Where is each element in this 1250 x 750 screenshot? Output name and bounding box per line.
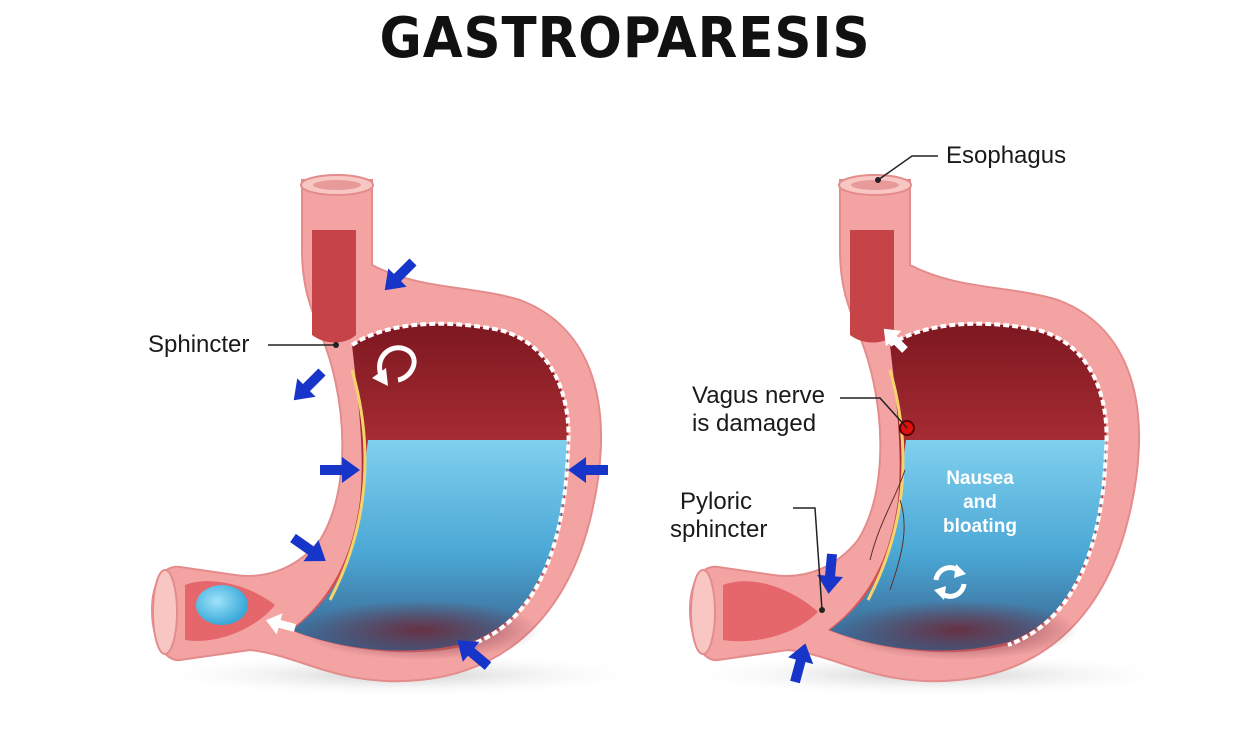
cycle-arrows-icon (933, 564, 967, 600)
page-title: GASTROPARESIS (379, 6, 871, 71)
label-nausea: Nausea (946, 468, 1014, 489)
right-stomach (670, 155, 1190, 697)
curved-arrow-icon (377, 345, 417, 383)
label-and: and (963, 492, 997, 513)
label-bloating: bloating (943, 516, 1017, 537)
label-pyloric-line2: sphincter (670, 516, 768, 543)
left-stomach (140, 174, 660, 697)
label-sphincter: Sphincter (148, 331, 250, 358)
blue-arrow-icon (284, 362, 332, 410)
left-food-blob (196, 585, 248, 625)
label-vagus-line2: is damaged (692, 410, 817, 437)
right-fluid (830, 440, 1106, 651)
label-esophagus: Esophagus (946, 142, 1067, 169)
label-vagus-line1: Vagus nerve (692, 382, 825, 409)
label-pyloric-line1: Pyloric (680, 488, 753, 515)
left-fluid (292, 440, 568, 651)
